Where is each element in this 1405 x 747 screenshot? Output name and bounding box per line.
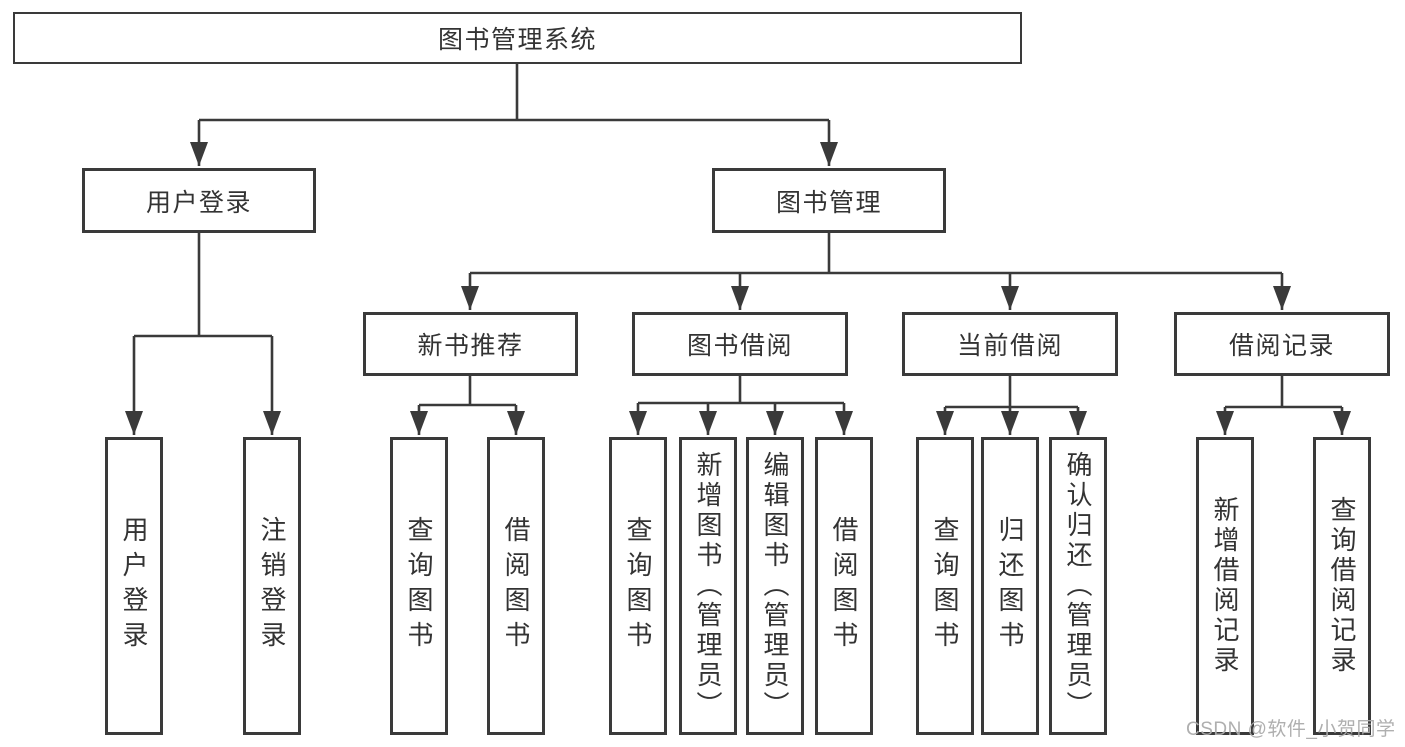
node-book-borrowing: 图书借阅 (632, 312, 848, 376)
leaf-return-books: 归还图书 (981, 437, 1039, 735)
leaf-edit-books-admin: 编辑图书（管理员） (746, 437, 804, 735)
node-new-book-recommend: 新书推荐 (363, 312, 578, 376)
leaf-user-login-label: 用户登录 (119, 516, 149, 656)
leaf-query-books-current-label: 查询图书 (930, 516, 960, 656)
leaf-query-books-borrowing-label: 查询图书 (623, 516, 653, 656)
leaf-add-books-admin-label: 新增图书（管理员） (693, 451, 723, 721)
leaf-logout: 注销登录 (243, 437, 301, 735)
leaf-query-borrow-record-label: 查询借阅记录 (1327, 496, 1357, 676)
leaf-borrow-books-recommend-label: 借阅图书 (501, 516, 531, 656)
leaf-query-books-recommend-label: 查询图书 (404, 516, 434, 656)
node-book-management: 图书管理 (712, 168, 946, 233)
leaf-borrow-books-recommend: 借阅图书 (487, 437, 545, 735)
connector-root-to-level1 (190, 64, 838, 166)
leaf-edit-books-admin-label: 编辑图书（管理员） (760, 451, 790, 721)
leaf-add-borrow-record: 新增借阅记录 (1196, 437, 1254, 735)
leaf-logout-label: 注销登录 (257, 516, 287, 656)
leaf-query-books-recommend: 查询图书 (390, 437, 448, 735)
leaf-borrow-books-borrowing: 借阅图书 (815, 437, 873, 735)
leaf-add-books-admin: 新增图书（管理员） (679, 437, 737, 735)
node-library-management-system: 图书管理系统 (13, 12, 1022, 64)
watermark-text: CSDN @软件_小贺同学 (1186, 719, 1396, 740)
leaf-add-borrow-record-label: 新增借阅记录 (1210, 496, 1240, 676)
connector-user-login-children (125, 233, 281, 435)
node-borrowing-records: 借阅记录 (1174, 312, 1390, 376)
leaf-confirm-return-admin-label: 确认归还（管理员） (1063, 451, 1093, 721)
leaf-query-borrow-record: 查询借阅记录 (1313, 437, 1371, 735)
leaf-query-books-current: 查询图书 (916, 437, 974, 735)
leaf-borrow-books-borrowing-label: 借阅图书 (829, 516, 859, 656)
leaf-user-login: 用户登录 (105, 437, 163, 735)
connector-current-borrowing-children (936, 376, 1087, 435)
node-current-borrowing: 当前借阅 (902, 312, 1118, 376)
leaf-return-books-label: 归还图书 (995, 516, 1025, 656)
leaf-confirm-return-admin: 确认归还（管理员） (1049, 437, 1107, 735)
leaf-query-books-borrowing: 查询图书 (609, 437, 667, 735)
connector-borrowing-records-children (1216, 376, 1351, 435)
node-user-login: 用户登录 (82, 168, 316, 233)
connector-book-mgmt-to-level2 (461, 233, 1291, 310)
connector-book-borrowing-children (629, 376, 853, 435)
connector-new-recommend-children (410, 376, 525, 435)
